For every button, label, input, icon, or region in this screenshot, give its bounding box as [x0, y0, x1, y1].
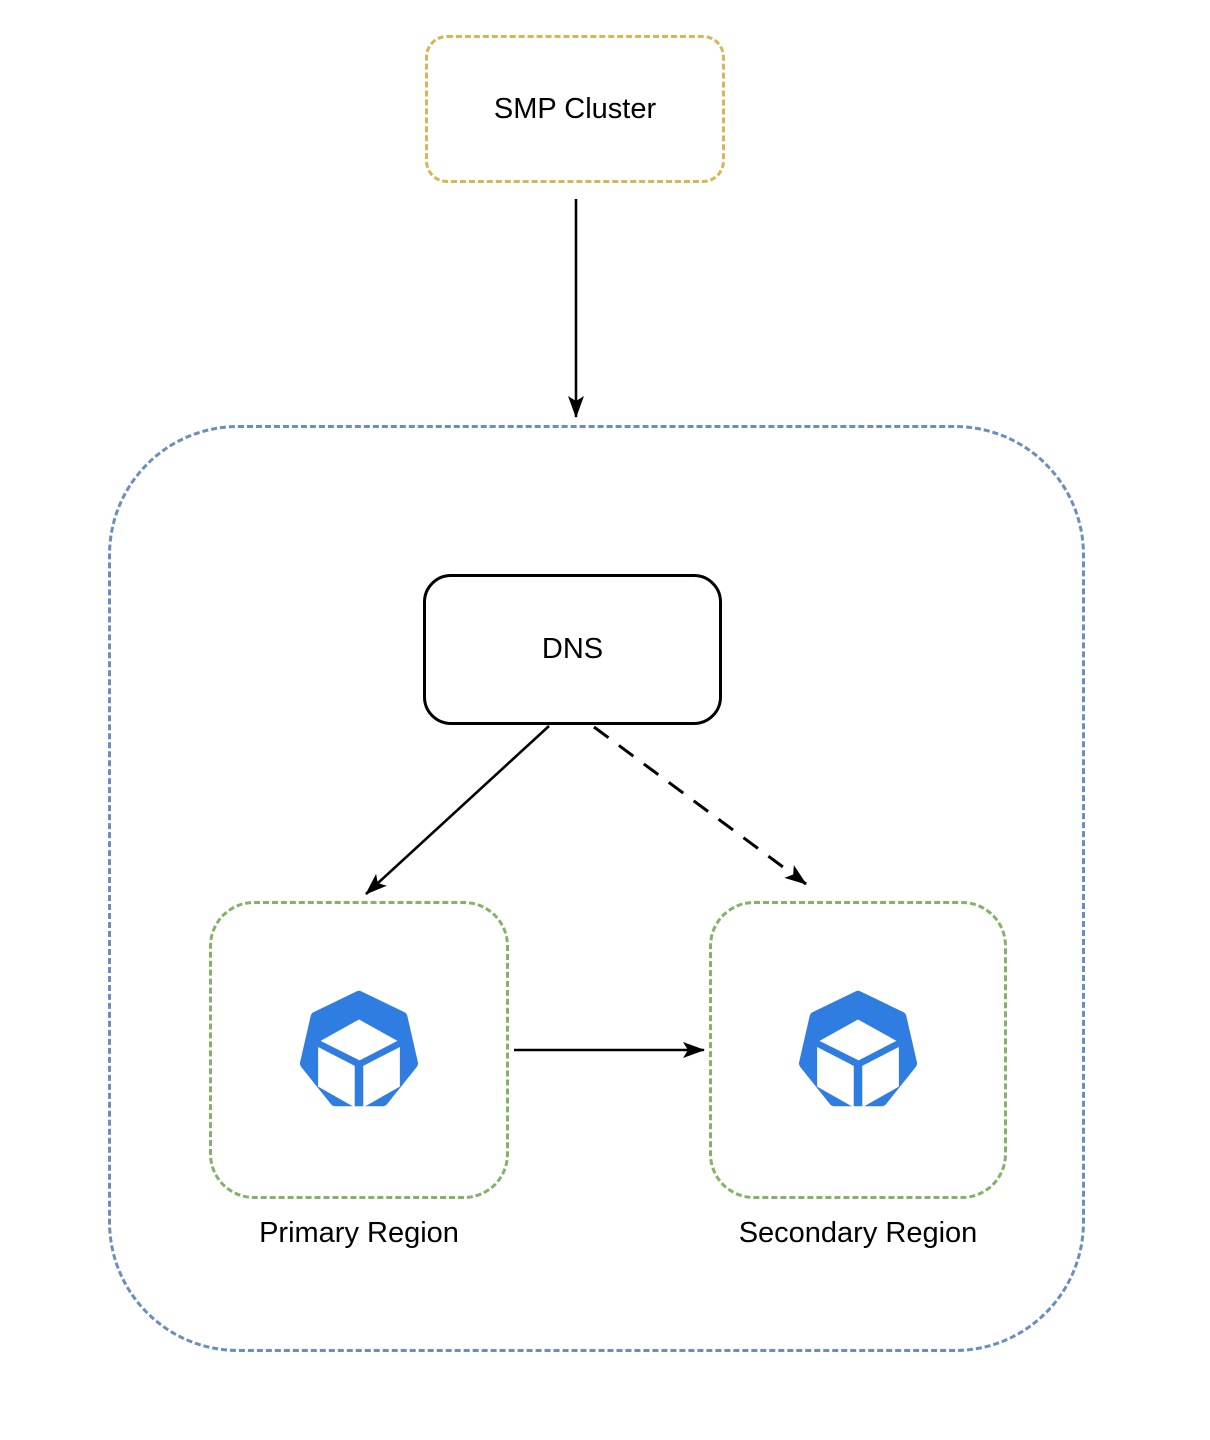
kubernetes-heptagon-cube-icon [299, 990, 419, 1108]
dns-label: DNS [541, 633, 604, 665]
node-dns: DNS [423, 574, 722, 725]
kubernetes-heptagon-cube-icon [798, 990, 918, 1108]
smp-cluster-label: SMP Cluster [493, 92, 657, 125]
secondary-region-label: Secondary Region [738, 1217, 978, 1249]
node-secondary-region [709, 901, 1007, 1199]
node-primary-region [209, 901, 509, 1199]
primary-region-label: Primary Region [259, 1217, 459, 1249]
region-group-container [108, 425, 1085, 1352]
node-smp-cluster: SMP Cluster [425, 35, 725, 183]
